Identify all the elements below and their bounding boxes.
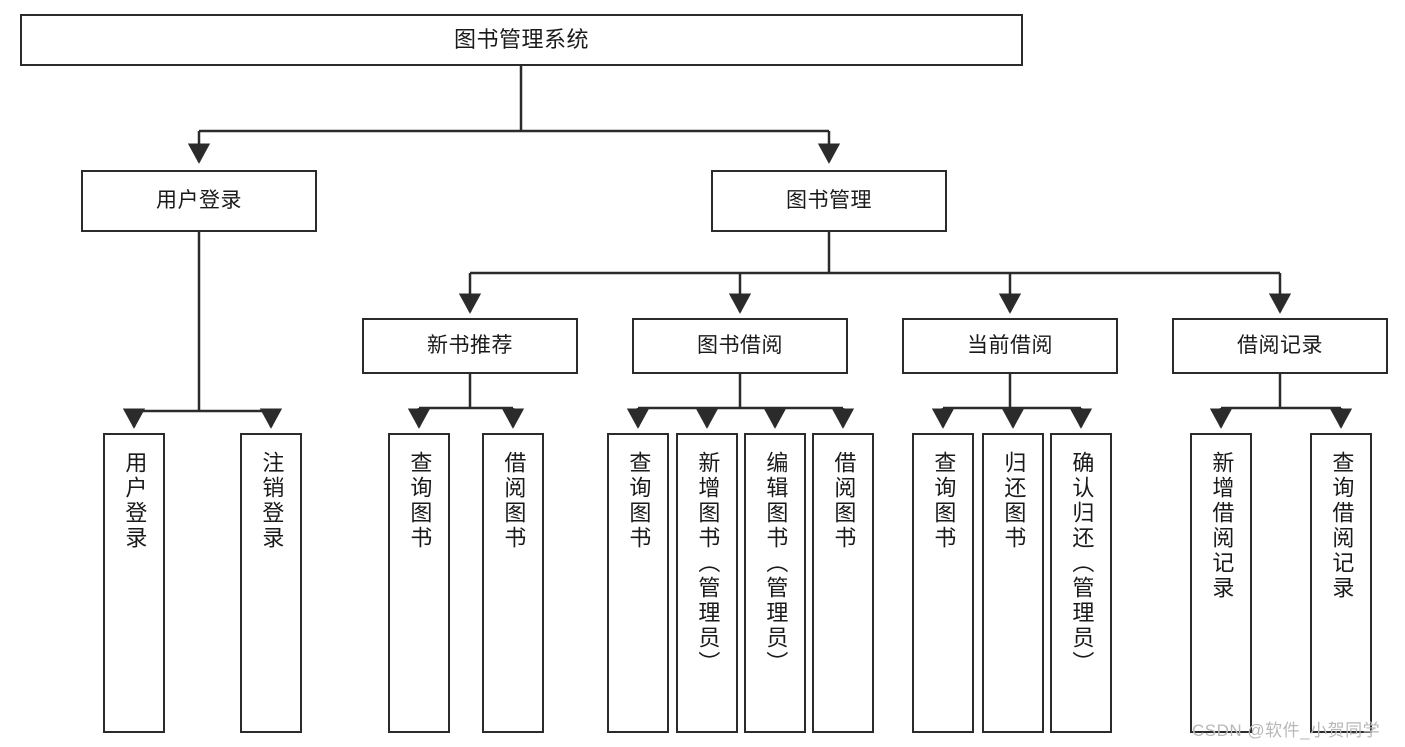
leaf-return-books[interactable]: 归还图书 <box>982 433 1044 733</box>
leaf-borrow-books-recommend[interactable]: 借阅图书 <box>482 433 544 733</box>
node-label: 新增图书（管理员） <box>695 451 721 676</box>
node-label: 新增借阅记录 <box>1209 451 1235 601</box>
leaf-logout[interactable]: 注销登录 <box>240 433 302 733</box>
node-label: 用户登录 <box>156 189 242 213</box>
node-label: 新书推荐 <box>427 334 513 358</box>
leaf-add-borrow-record[interactable]: 新增借阅记录 <box>1190 433 1252 733</box>
node-label: 借阅记录 <box>1237 334 1323 358</box>
node-root-system[interactable]: 图书管理系统 <box>20 14 1023 66</box>
leaf-user-login[interactable]: 用户登录 <box>103 433 165 733</box>
node-book-borrow[interactable]: 图书借阅 <box>632 318 848 374</box>
leaf-confirm-return-admin[interactable]: 确认归还（管理员） <box>1050 433 1112 733</box>
leaf-add-book-admin[interactable]: 新增图书（管理员） <box>676 433 738 733</box>
leaf-query-books-borrow[interactable]: 查询图书 <box>607 433 669 733</box>
node-label: 图书管理 <box>786 189 872 213</box>
leaf-query-books-current[interactable]: 查询图书 <box>912 433 974 733</box>
node-label: 图书借阅 <box>697 334 783 358</box>
node-label: 当前借阅 <box>967 334 1053 358</box>
node-label: 编辑图书（管理员） <box>763 451 789 676</box>
node-label: 归还图书 <box>1001 451 1027 551</box>
leaf-borrow-books[interactable]: 借阅图书 <box>812 433 874 733</box>
node-label: 查询图书 <box>407 451 433 551</box>
csdn-watermark: CSDN @软件_小贺同学 <box>1192 721 1381 740</box>
node-new-book-recommend[interactable]: 新书推荐 <box>362 318 578 374</box>
node-label: 借阅图书 <box>501 451 527 551</box>
node-user-login[interactable]: 用户登录 <box>81 170 317 232</box>
node-current-borrow[interactable]: 当前借阅 <box>902 318 1118 374</box>
node-label: 图书管理系统 <box>453 26 589 52</box>
node-label: 查询图书 <box>931 451 957 551</box>
node-label: 借阅图书 <box>831 451 857 551</box>
node-label: 查询图书 <box>626 451 652 551</box>
leaf-query-books-recommend[interactable]: 查询图书 <box>388 433 450 733</box>
node-label: 查询借阅记录 <box>1329 451 1355 601</box>
node-label: 注销登录 <box>259 451 285 551</box>
node-book-management[interactable]: 图书管理 <box>711 170 947 232</box>
node-label: 确认归还（管理员） <box>1069 451 1095 676</box>
node-borrow-records[interactable]: 借阅记录 <box>1172 318 1388 374</box>
leaf-edit-book-admin[interactable]: 编辑图书（管理员） <box>744 433 806 733</box>
leaf-query-borrow-record[interactable]: 查询借阅记录 <box>1310 433 1372 733</box>
node-label: 用户登录 <box>122 451 148 551</box>
